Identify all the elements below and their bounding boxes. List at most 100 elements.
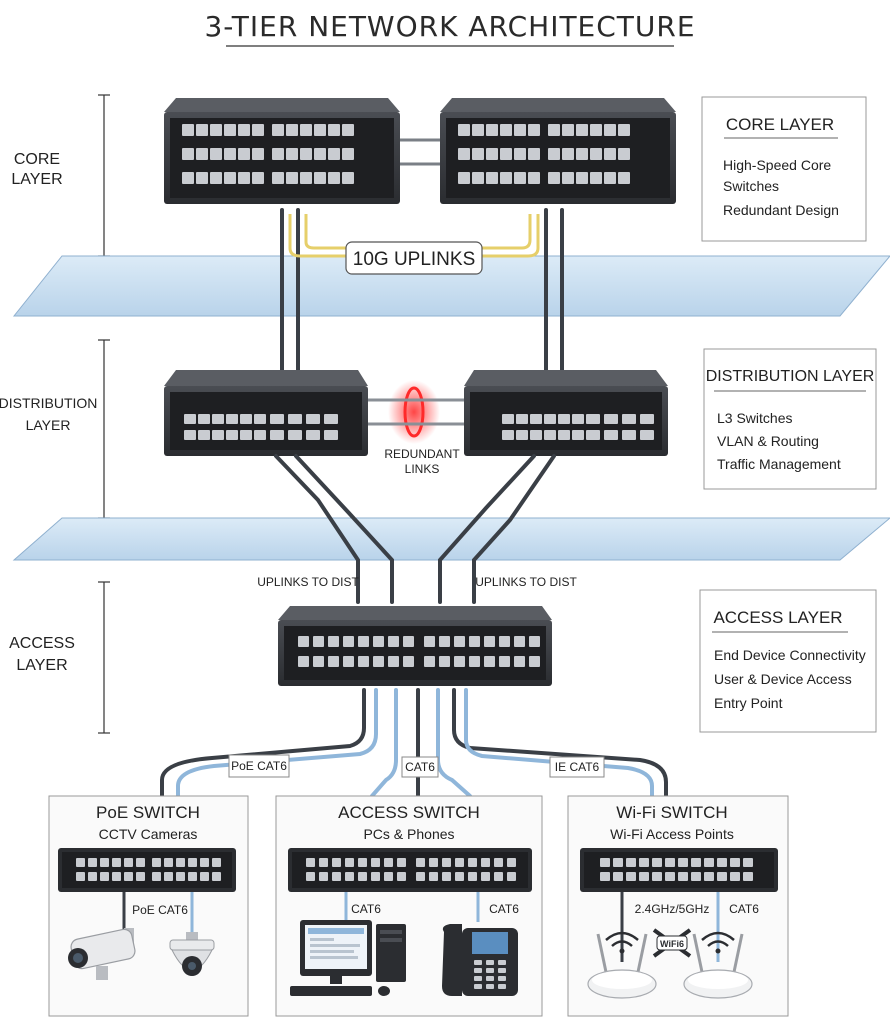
switch-port [652, 872, 662, 881]
redundant-links [368, 380, 464, 444]
switch-port [529, 636, 540, 647]
switch-port [639, 872, 649, 881]
switch-port [458, 148, 470, 160]
switch-port [429, 872, 438, 881]
switch-port [358, 858, 367, 867]
switch-port [469, 656, 480, 667]
switch-port [486, 984, 494, 989]
switch-port [224, 124, 236, 136]
switch-port [397, 872, 406, 881]
switch-port [371, 872, 380, 881]
switch-port [198, 430, 210, 440]
switch-port [288, 414, 302, 424]
switch-port [328, 656, 339, 667]
access-downlink-cables [160, 688, 668, 798]
switch-port [472, 172, 484, 184]
switch-port [286, 148, 298, 160]
core-interconnect [400, 138, 440, 166]
switch-port [586, 430, 600, 440]
switch-port [499, 656, 510, 667]
switch-port [454, 636, 465, 647]
switch-port [319, 858, 328, 867]
switch-port [224, 172, 236, 184]
switch-port [328, 636, 339, 647]
distribution-access-plane [12, 517, 890, 561]
switch-port [613, 858, 623, 867]
core-switch-left-ports [182, 124, 354, 184]
desktop-pc-icon [290, 920, 406, 996]
ip-phone-icon [442, 924, 518, 996]
switch-port [388, 636, 399, 647]
switch-port [678, 858, 688, 867]
switch-port [514, 148, 526, 160]
switch-port [622, 430, 636, 440]
switch-port [314, 124, 326, 136]
switch-port [562, 148, 574, 160]
ie-cat6-link-label: IE CAT6 [555, 760, 600, 774]
switch-port [500, 124, 512, 136]
switch-port [300, 172, 312, 184]
switch-port [198, 414, 210, 424]
switch-port [514, 172, 526, 184]
switch-port [604, 172, 616, 184]
switch-port [342, 148, 354, 160]
switch-port [704, 872, 714, 881]
access-switch-cable-left: CAT6 [351, 902, 381, 916]
switch-port [604, 148, 616, 160]
switch-port [458, 124, 470, 136]
switch-port [397, 858, 406, 867]
switch-port [200, 872, 209, 881]
distribution-info-title: DISTRIBUTION LAYER [706, 368, 875, 385]
switch-port [342, 124, 354, 136]
core-distribution-cables [280, 208, 564, 382]
core-switch-right-ports [458, 124, 630, 184]
switch-port [486, 124, 498, 136]
switch-port [76, 858, 85, 867]
switch-port [252, 124, 264, 136]
switch-port [502, 430, 514, 440]
wifi-switch-box: Wi-Fi SWITCH Wi-Fi Access Points 2.4GHz/… [567, 795, 789, 1017]
switch-port [455, 858, 464, 867]
switch-port [498, 984, 506, 989]
switch-port [384, 872, 393, 881]
switch-port [416, 858, 425, 867]
switch-port [343, 636, 354, 647]
switch-port [240, 414, 252, 424]
switch-port [252, 172, 264, 184]
switch-port [196, 172, 208, 184]
switch-port [124, 858, 133, 867]
switch-port [486, 976, 494, 981]
switch-port [562, 124, 574, 136]
switch-port [254, 430, 266, 440]
poe-cat6-link-badge: PoE CAT6 [228, 754, 290, 778]
switch-port [286, 172, 298, 184]
dome-camera-icon [169, 932, 215, 976]
access-switch-cable-right: CAT6 [489, 902, 519, 916]
wifi-switch-cable-label: CAT6 [729, 902, 759, 916]
switch-port [498, 976, 506, 981]
switch-port [472, 148, 484, 160]
distribution-switch-left [164, 370, 368, 456]
switch-port [319, 872, 328, 881]
switch-port [442, 858, 451, 867]
switch-port [618, 148, 630, 160]
switch-port [442, 872, 451, 881]
access-layer-bracket [98, 581, 110, 734]
distribution-info-line-2: VLAN & Routing [717, 433, 819, 449]
switch-port [314, 148, 326, 160]
distribution-switch-left-ports [184, 414, 266, 440]
poe-switch-box: PoE SWITCH CCTV Cameras PoE CAT6 [48, 795, 249, 1017]
switch-port [481, 872, 490, 881]
switch-port [300, 124, 312, 136]
access-info-line-1: End Device Connectivity [714, 647, 866, 663]
switch-port [590, 148, 602, 160]
switch-port [514, 656, 525, 667]
wifi-switch-title: Wi-Fi SWITCH [616, 803, 727, 822]
switch-port [238, 148, 250, 160]
switch-port [498, 968, 506, 973]
switch-port [507, 872, 516, 881]
uplinks-10g-badge: 10G UPLINKS [345, 241, 483, 275]
